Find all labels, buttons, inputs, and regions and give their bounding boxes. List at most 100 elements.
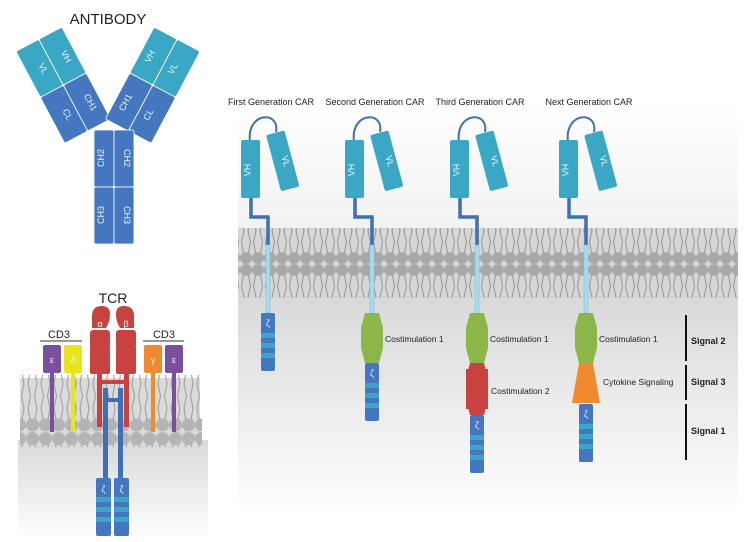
tcr-alpha-constant-domain [90,346,110,374]
cd3-gamma-label: γ [151,355,156,365]
cd3-gamma-domain [144,345,162,373]
cd3-right-label: CD3 [153,329,175,341]
zeta-itam-domain: ζ [579,404,593,462]
signal-2-label: Signal 2 [691,336,726,346]
costimulation-1-domain [361,313,383,363]
zeta-label: ζ [370,368,374,378]
hinge-spacer [249,198,270,245]
vl-domain [370,130,403,191]
vl-domain-group: VL [584,130,617,191]
car-title: First Generation CAR [228,97,315,107]
hinge-spacer [567,198,588,245]
zeta-itam-domain: ζ [470,415,484,473]
scfv-linker [566,116,596,143]
scfv-linker [352,116,382,143]
transmembrane-domain [265,244,271,314]
car-construct-4: Next Generation CAR VH VL Costimulation 1 Cy… [545,97,674,462]
signal-1-label: Signal 1 [691,426,726,436]
signal-3-label: Signal 3 [691,377,726,387]
tcr-alpha-upper-domain [90,330,110,348]
cd3-epsilon-left-domain [43,345,61,373]
costimulation-1-label: Costimulation 1 [490,334,549,344]
antibody-right-ch2-label: CH2 [122,149,132,167]
car-construct-1: First Generation CAR VH VL ζ [228,97,315,371]
antibody-left-ch1-domain [63,73,111,131]
cd3-epsilon-right-domain [165,345,183,373]
zeta-right-tail [118,388,123,486]
tcr-beta-tail [124,372,129,427]
antibody: ANTIBODY VL VH CL CH1 VH VL CH1 CL [16,11,200,245]
antibody-right-cl-label: CL [141,107,155,122]
cd3-epsilon-left-label: ε [50,355,54,365]
vh-label: VH [561,164,571,177]
zeta-left-label: ζ [102,484,106,494]
car-construct-2: Second Generation CAR VH VL Costimulation 1… [325,97,444,421]
hinge-spacer [458,198,479,245]
zeta-label: ζ [475,420,479,430]
vh-domain [345,140,364,198]
zeta-left-itam: ζ [96,478,111,536]
cytokine-signaling-domain [572,363,600,403]
transmembrane-domain [474,244,480,314]
antibody-right-vl-label: VL [166,61,180,75]
zeta-itam-domain: ζ [365,363,379,421]
antibody-right-ch3-domain [113,186,135,245]
tcr-beta-variable-domain [116,306,134,328]
vh-label: VH [347,164,357,177]
cd3-left-label: CD3 [48,329,70,341]
vl-domain-group: VL [475,130,508,191]
hinge-spacer [353,198,374,245]
costimulation-1-domain [466,313,488,363]
vl-label: VL [280,154,293,167]
vl-label: VL [598,154,611,167]
costimulation-1-label: Costimulation 1 [385,334,444,344]
vh-domain [241,140,260,198]
antibody-left-ch2-label: CH2 [96,149,106,167]
car-title: Next Generation CAR [545,97,633,107]
vl-domain [475,130,508,191]
costimulation-2-label: Costimulation 2 [491,386,550,396]
tcr-complex: TCR CD3 CD3 ε δ γ ε α β [40,290,184,536]
vl-domain [266,130,299,191]
costimulation-2-body [466,369,488,409]
antibody-title: ANTIBODY [70,11,147,28]
antibody-right-cl-domain [128,85,176,143]
cd3-delta-tail [71,372,75,432]
costimulation-1-domain [575,313,597,363]
zeta-itam-domain: ζ [261,313,275,371]
antibody-left-vl-label: VL [36,61,50,75]
tcr-alpha-tail [97,372,102,427]
tcr-alpha-variable-domain [92,306,110,328]
car-membrane-bilayer [238,228,738,298]
cd3-delta-domain [64,345,82,373]
vh-domain [559,140,578,198]
vl-label: VL [489,154,502,167]
car-title: Third Generation CAR [435,97,525,107]
car-title: Second Generation CAR [325,97,425,107]
tcr-beta-upper-domain [116,330,136,348]
vh-domain [450,140,469,198]
zeta-label: ζ [584,409,588,419]
vh-label: VH [243,164,253,177]
zeta-right-label: ζ [120,484,124,494]
vl-domain-group: VL [266,130,299,191]
vl-label: VL [384,154,397,167]
car-construct-3: Third Generation CAR VH VL Costimulation 1 C… [435,97,550,473]
cd3-epsilon-right-tail [172,372,176,432]
signal-legend: Signal 2 Signal 3 Signal 1 [685,315,726,460]
cytokine-signaling-label: Cytokine Signaling [603,377,674,387]
costimulation-1-label: Costimulation 1 [599,334,658,344]
tcr-beta-label: β [123,319,128,329]
antibody-left-cl-label: CL [60,107,74,122]
cd3-gamma-tail [151,372,155,432]
zeta-disulfide-bridge [103,398,123,402]
transmembrane-domain [369,244,375,314]
antibody-right-ch3-label: CH3 [122,206,132,224]
cd3-epsilon-left-tail [50,372,54,432]
antibody-left-ch3-label: CH3 [96,206,106,224]
tcr-beta-constant-domain [116,346,136,374]
vh-label: VH [452,164,462,177]
vl-domain-group: VL [370,130,403,191]
